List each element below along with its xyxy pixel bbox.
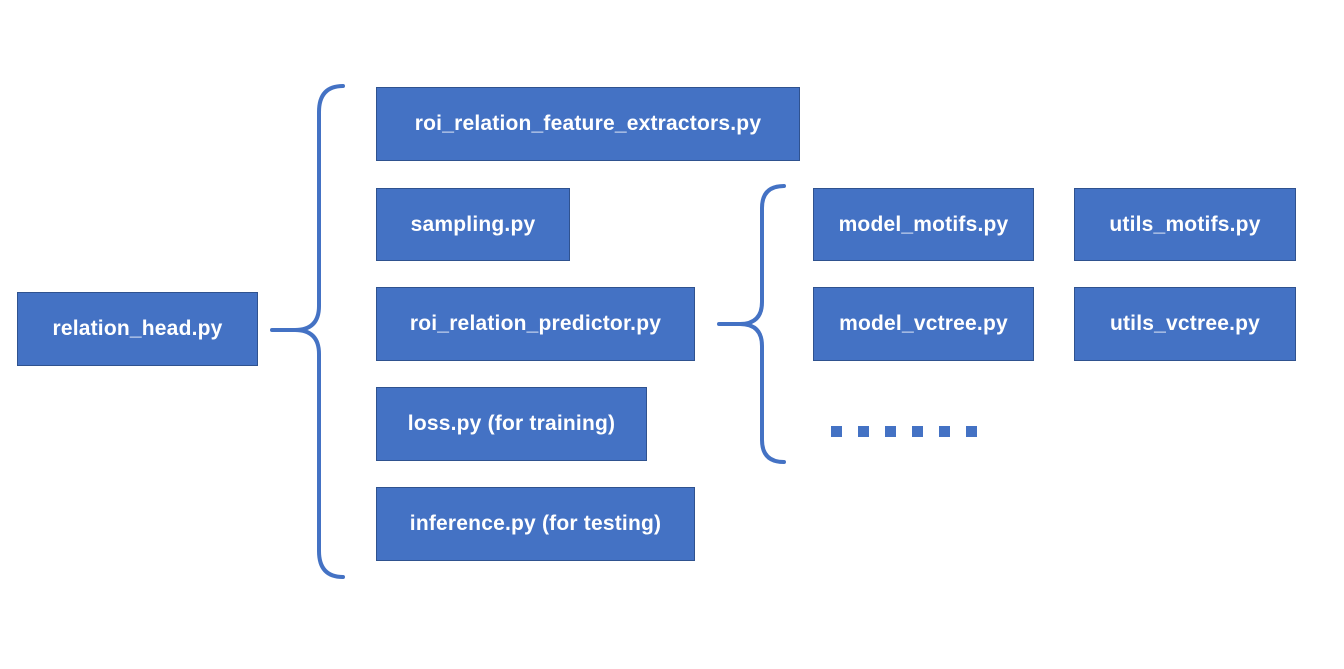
box-inference: inference.py (for testing) — [376, 487, 695, 561]
box-roi-relation-predictor: roi_relation_predictor.py — [376, 287, 695, 361]
box-utils-vctree: utils_vctree.py — [1074, 287, 1296, 361]
ellipsis-dot — [939, 426, 950, 437]
ellipsis-dot — [858, 426, 869, 437]
box-loss-label: loss.py (for training) — [407, 412, 616, 435]
box-roi-relation-feature-extractors-label: roi_relation_feature_extractors.py — [414, 112, 762, 135]
box-utils-vctree-label: utils_vctree.py — [1109, 312, 1261, 335]
box-model-vctree: model_vctree.py — [813, 287, 1034, 361]
box-relation-head: relation_head.py — [17, 292, 258, 366]
ellipsis-more-files — [831, 426, 977, 438]
box-model-motifs: model_motifs.py — [813, 188, 1034, 261]
box-roi-relation-feature-extractors: roi_relation_feature_extractors.py — [376, 87, 800, 161]
box-model-vctree-label: model_vctree.py — [839, 312, 1008, 335]
ellipsis-dot — [966, 426, 977, 437]
ellipsis-dot — [831, 426, 842, 437]
ellipsis-dot — [912, 426, 923, 437]
box-roi-relation-predictor-label: roi_relation_predictor.py — [409, 312, 662, 335]
box-utils-motifs: utils_motifs.py — [1074, 188, 1296, 261]
brace-predictor — [739, 184, 786, 464]
box-utils-motifs-label: utils_motifs.py — [1109, 212, 1261, 236]
box-loss: loss.py (for training) — [376, 387, 647, 461]
box-sampling-label: sampling.py — [410, 212, 536, 236]
brace-relation-head — [294, 84, 345, 579]
box-inference-label: inference.py (for testing) — [409, 512, 662, 535]
box-sampling: sampling.py — [376, 188, 570, 261]
ellipsis-dot — [885, 426, 896, 437]
box-model-motifs-label: model_motifs.py — [838, 212, 1009, 236]
box-relation-head-label: relation_head.py — [52, 317, 223, 340]
